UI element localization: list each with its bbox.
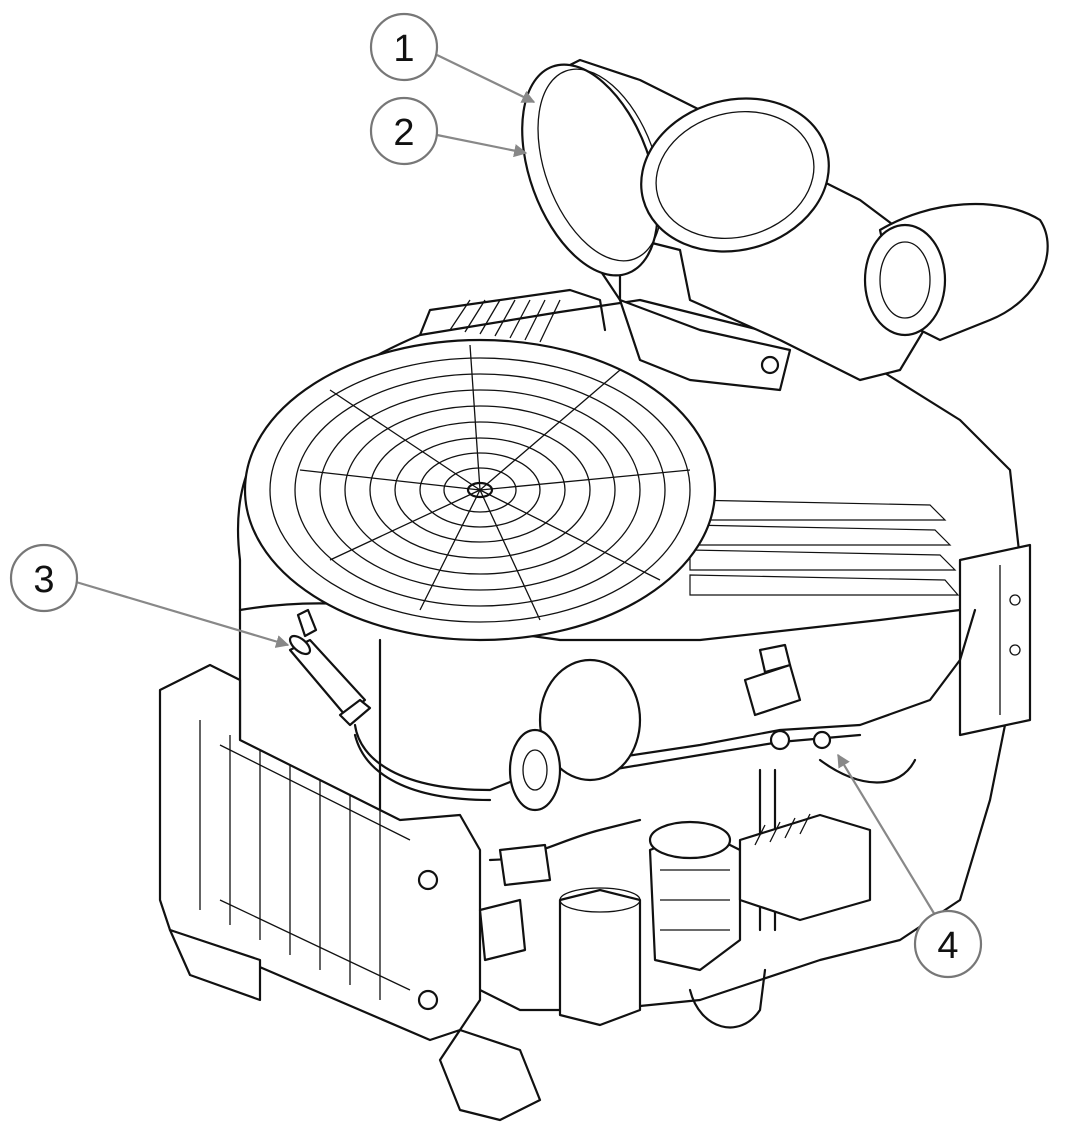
leader-line-4 (837, 753, 936, 916)
leader-lines (75, 54, 936, 916)
callout-1: 1 (369, 12, 439, 82)
shroud-top-fins (449, 299, 561, 343)
callout-2-label: 2 (393, 112, 414, 154)
side-module (958, 543, 1032, 737)
callout-2: 2 (369, 96, 439, 166)
leader-line-3 (75, 580, 290, 648)
oil-filter (558, 887, 642, 1027)
callout-3-label: 3 (33, 559, 54, 601)
fuel-filter (288, 608, 372, 727)
fan-screen (243, 338, 717, 642)
regulator (738, 813, 872, 922)
wiring-harness (478, 818, 767, 1029)
fuel-pump (508, 658, 642, 812)
callout-4-label: 4 (937, 925, 958, 967)
callout-4: 4 (913, 909, 983, 979)
leader-line-2 (436, 133, 528, 158)
leader-line-1 (436, 54, 536, 103)
base-mount (168, 928, 542, 1122)
callout-1-label: 1 (393, 28, 414, 70)
air-cleaner (521, 58, 1049, 392)
starter-motor (648, 820, 742, 972)
fuel-tee-fitting (743, 643, 832, 932)
callout-3: 3 (9, 543, 79, 613)
